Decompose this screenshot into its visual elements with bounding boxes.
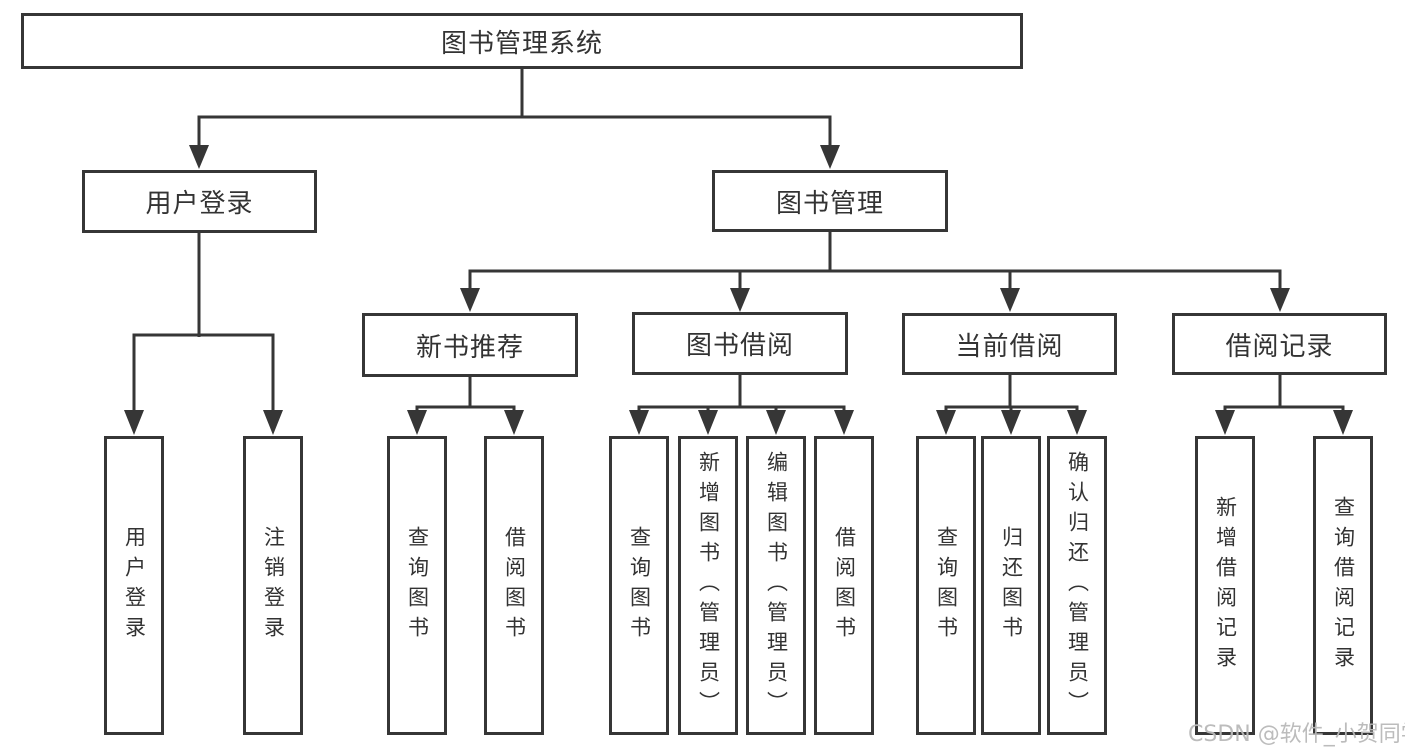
leaf-query-books-borrow: 查询图书 [609,436,669,735]
node-current-borrow: 当前借阅 [902,313,1117,375]
leaf-label: 归还图书 [999,525,1024,646]
leaf-confirm-return-admin: 确认归还（管理员） [1047,436,1107,735]
leaf-return-book: 归还图书 [981,436,1041,735]
node-root: 图书管理系统 [21,13,1023,69]
leaf-label: 查询借阅记录 [1331,495,1356,676]
node-book-borrow: 图书借阅 [632,312,848,375]
node-user-login: 用户登录 [82,170,317,233]
leaf-logout: 注销登录 [243,436,303,735]
leaf-label: 注销登录 [261,525,286,646]
leaf-add-borrow-record: 新增借阅记录 [1195,436,1255,735]
leaf-query-books-current: 查询图书 [916,436,976,735]
leaf-label: 借阅图书 [502,525,527,646]
leaf-query-books-recommend: 查询图书 [387,436,447,735]
csdn-watermark: CSDN @软件_小贺同学 [1188,722,1405,747]
leaf-label: 查询图书 [405,525,430,646]
leaf-label: 用户登录 [122,525,147,646]
leaf-query-borrow-record: 查询借阅记录 [1313,436,1373,735]
leaf-edit-book-admin: 编辑图书（管理员） [746,436,806,735]
node-book-management: 图书管理 [712,170,948,232]
node-borrow-records: 借阅记录 [1172,313,1387,375]
leaf-borrow-books: 借阅图书 [814,436,874,735]
leaf-label: 查询图书 [627,525,652,646]
leaf-user-login: 用户登录 [104,436,164,735]
leaf-label: 新增借阅记录 [1213,495,1238,676]
leaf-label: 新增图书（管理员） [696,450,721,721]
leaf-add-book-admin: 新增图书（管理员） [678,436,738,735]
leaf-label: 确认归还（管理员） [1065,450,1090,721]
leaf-label: 编辑图书（管理员） [764,450,789,721]
leaf-borrow-books-recommend: 借阅图书 [484,436,544,735]
leaf-label: 借阅图书 [832,525,857,646]
leaf-label: 查询图书 [934,525,959,646]
node-new-book-recommend: 新书推荐 [362,313,578,377]
